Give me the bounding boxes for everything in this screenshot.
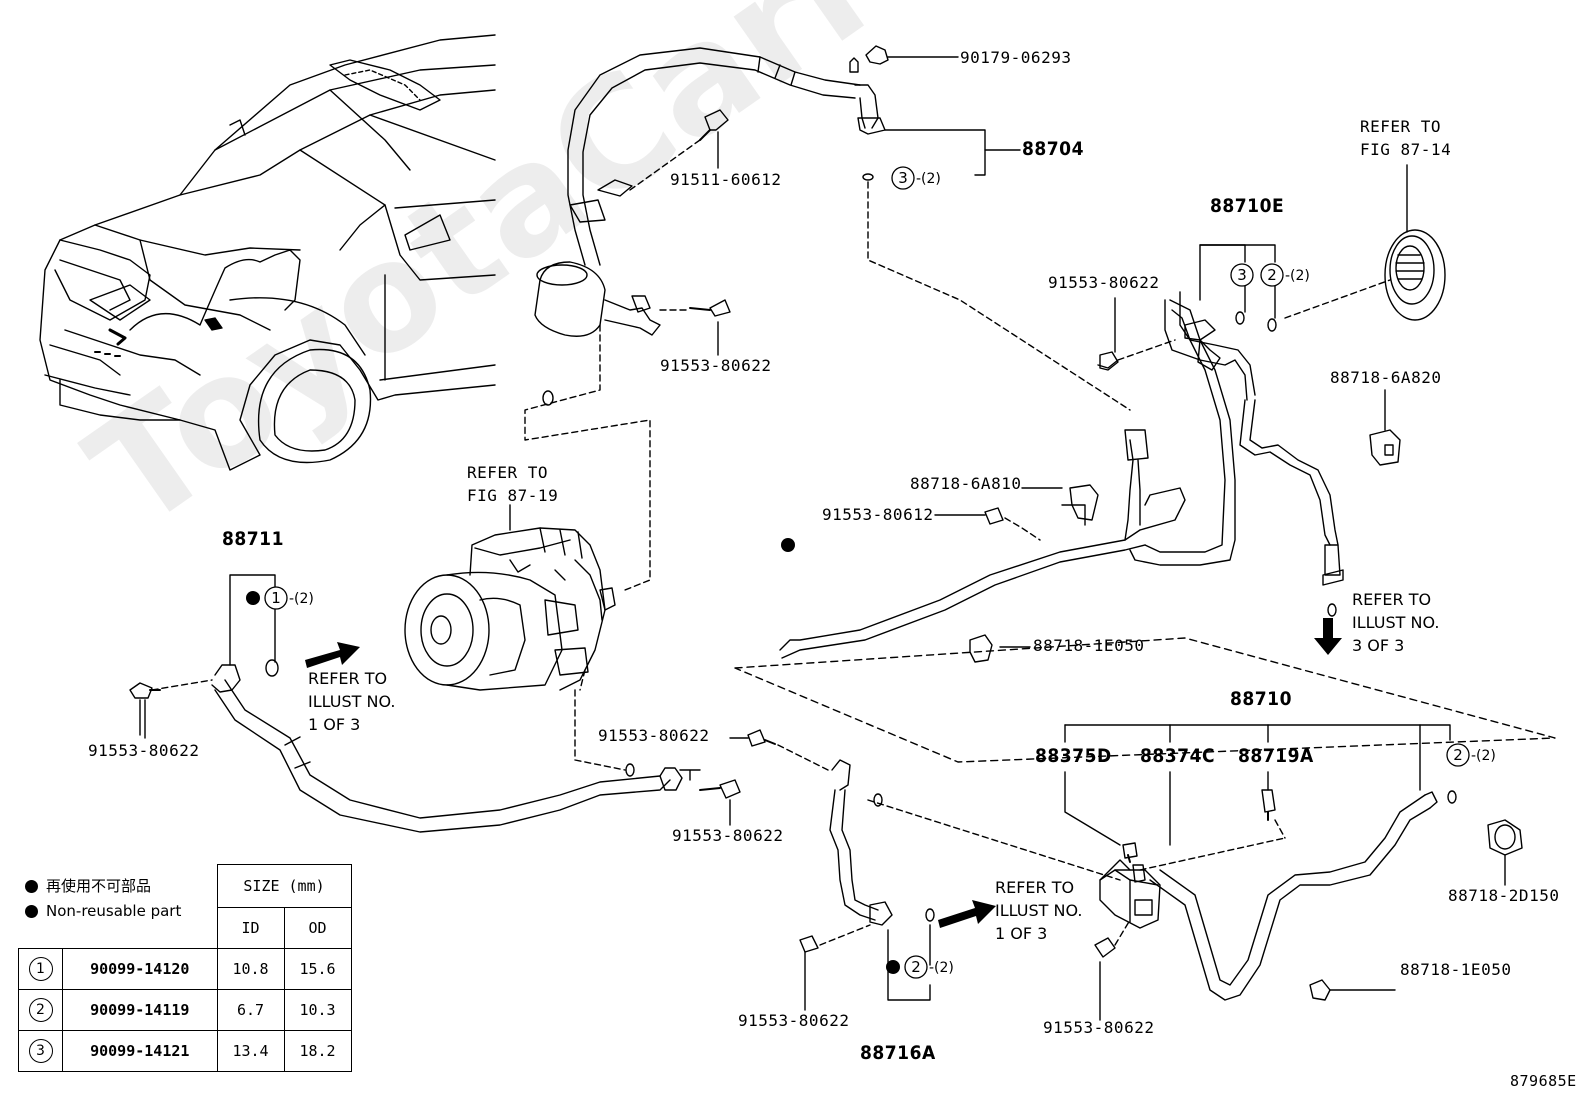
part-number: 90099-14121 — [62, 1030, 218, 1072]
refer-illust-3: REFER TO ILLUST NO. 3 OF 3 — [1352, 590, 1440, 655]
part-label: 88718-1E050 — [1400, 960, 1512, 979]
oring-qty: -(2) — [289, 591, 314, 607]
non-reusable-dot — [781, 538, 795, 552]
table-row: 3 90099-14121 13.4 18.2 — [18, 1030, 352, 1072]
part-label: 88374C — [1140, 745, 1216, 767]
oring-num: 1 — [271, 589, 281, 607]
table-row: 1 90099-14120 10.8 15.6 — [18, 948, 352, 990]
id-value: 13.4 — [216, 1030, 285, 1072]
hose-88704 — [524, 45, 889, 591]
legend-note-en-text: Non-reusable part — [46, 902, 182, 920]
oring-qty: -(2) — [1285, 268, 1310, 284]
refer-fig-87-19: REFER TO FIG 87-19 — [467, 463, 559, 505]
id-value: 6.7 — [216, 989, 285, 1031]
vehicle-outline — [39, 34, 496, 471]
oring-num: 3 — [898, 169, 908, 187]
arrow-right-icon — [938, 900, 996, 928]
part-label: 91553-80612 — [822, 505, 934, 524]
part-label: 88375D — [1035, 745, 1112, 767]
part-label: 88711 — [222, 528, 284, 550]
od-header: OD — [283, 907, 352, 949]
part-label: 88718-1E050 — [1033, 636, 1145, 655]
refer-illust-1: REFER TO ILLUST NO. 1 OF 3 — [995, 878, 1083, 943]
part-label: 91511-60612 — [670, 170, 782, 189]
part-number: 90099-14120 — [62, 948, 218, 990]
oring-qty: -(2) — [916, 171, 941, 187]
part-number: 90099-14119 — [62, 989, 218, 1031]
leader-88704 — [884, 129, 986, 176]
id-value: 10.8 — [216, 948, 285, 990]
part-label: 88719A — [1238, 745, 1314, 767]
table-row: 2 90099-14119 6.7 10.3 — [18, 989, 352, 1031]
non-reusable-dot — [246, 591, 260, 605]
oring-num: 2 — [28, 998, 53, 1022]
oring-marker-2 — [1446, 743, 1470, 767]
oring-marker-2 — [1260, 263, 1284, 287]
group-88710-box — [734, 637, 1556, 763]
id-header: ID — [216, 907, 285, 949]
part-label: 91553-80622 — [1043, 1018, 1155, 1037]
legend-note-jp: 再使用不可部品 — [25, 878, 151, 894]
legend-note-jp-text: 再使用不可部品 — [46, 877, 152, 895]
oring-num: 2 — [1267, 266, 1277, 284]
refer-fig-87-14: REFER TO FIG 87-14 — [1360, 117, 1452, 159]
oring-marker-3 — [891, 166, 915, 190]
oring-qty: -(2) — [1471, 748, 1496, 764]
oring-qty: -(2) — [929, 960, 954, 976]
oring-num: 3 — [28, 1039, 53, 1063]
oring-num: 2 — [1453, 746, 1463, 764]
figure-id: 879685E — [1510, 1072, 1577, 1090]
part-label: 91553-80622 — [672, 826, 784, 845]
part-label: 91553-80622 — [1048, 273, 1160, 292]
part-label: 88718-6A810 — [910, 474, 1022, 493]
part-label: 88710E — [1210, 195, 1285, 217]
oring-marker-2 — [904, 955, 928, 979]
part-label: 88710 — [1230, 688, 1292, 710]
compressor — [404, 504, 616, 691]
pipe-88710 — [867, 724, 1523, 1021]
size-header: SIZE (mm) — [216, 864, 352, 908]
non-reusable-dot — [25, 880, 38, 893]
part-label: 88716A — [860, 1042, 936, 1064]
part-label: 90179-06293 — [960, 48, 1072, 67]
part-label: 91553-80622 — [88, 741, 200, 760]
part-label: 91553-80622 — [598, 726, 710, 745]
oring-marker-1 — [264, 586, 288, 610]
oring-num: 3 — [1237, 266, 1247, 284]
pipe-88710E — [779, 164, 1446, 663]
oring-num: 2 — [911, 958, 921, 976]
hose-88711 — [129, 574, 741, 833]
part-label: 88704 — [1022, 138, 1084, 160]
od-value: 10.3 — [283, 989, 352, 1031]
part-label: 91553-80622 — [738, 1011, 850, 1030]
oring-size-table: SIZE (mm) ID OD 1 90099-14120 10.8 15.6 … — [18, 864, 352, 1072]
od-value: 18.2 — [283, 1030, 352, 1072]
refer-illust-1: REFER TO ILLUST NO. 1 OF 3 — [308, 669, 396, 734]
od-value: 15.6 — [283, 948, 352, 990]
oring-num: 1 — [28, 957, 53, 981]
non-reusable-dot — [25, 905, 38, 918]
part-label: 88718-2D150 — [1448, 886, 1560, 905]
non-reusable-dot — [886, 960, 900, 974]
part-label: 91553-80622 — [660, 356, 772, 375]
legend-note-en: Non-reusable part — [25, 903, 181, 919]
oring-marker-3 — [1230, 263, 1254, 287]
arrow-down-icon — [1314, 618, 1342, 655]
arrow-right-icon — [305, 642, 360, 668]
part-label: 88718-6A820 — [1330, 368, 1442, 387]
